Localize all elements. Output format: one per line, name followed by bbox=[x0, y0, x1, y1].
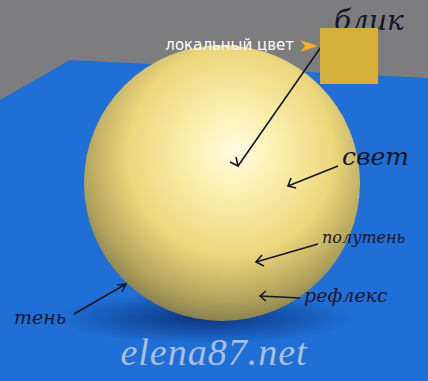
arrow-head bbox=[230, 157, 238, 166]
arrow-head bbox=[260, 291, 266, 301]
color-swatch bbox=[320, 28, 378, 84]
reflex-label: рефлекс bbox=[304, 284, 388, 306]
leader-line bbox=[74, 284, 126, 314]
watermark-box: elena87.net bbox=[0, 330, 428, 374]
reflex-label-box: рефлекс bbox=[304, 284, 388, 306]
light-label: свет bbox=[342, 142, 409, 171]
legend-label: локальный цвет bbox=[165, 36, 294, 54]
light-label-box: свет bbox=[342, 142, 409, 171]
arrow-head bbox=[256, 255, 264, 266]
halftone-label: полутень bbox=[322, 228, 405, 247]
watermark: elena87.net bbox=[120, 331, 307, 373]
arrow-head bbox=[288, 178, 296, 188]
leader-line bbox=[256, 244, 318, 262]
shadow-label-box: тень bbox=[14, 306, 66, 328]
sphere bbox=[84, 45, 360, 321]
shadow-label: тень bbox=[14, 306, 66, 328]
arrow-head bbox=[117, 284, 126, 292]
pointer-arrow bbox=[300, 40, 318, 52]
leader-line bbox=[288, 166, 338, 186]
halftone-label-box: полутень bbox=[322, 228, 405, 247]
leader-lines bbox=[74, 34, 338, 314]
leader-line bbox=[260, 296, 300, 298]
legend-entry: локальный цвет bbox=[165, 36, 294, 54]
